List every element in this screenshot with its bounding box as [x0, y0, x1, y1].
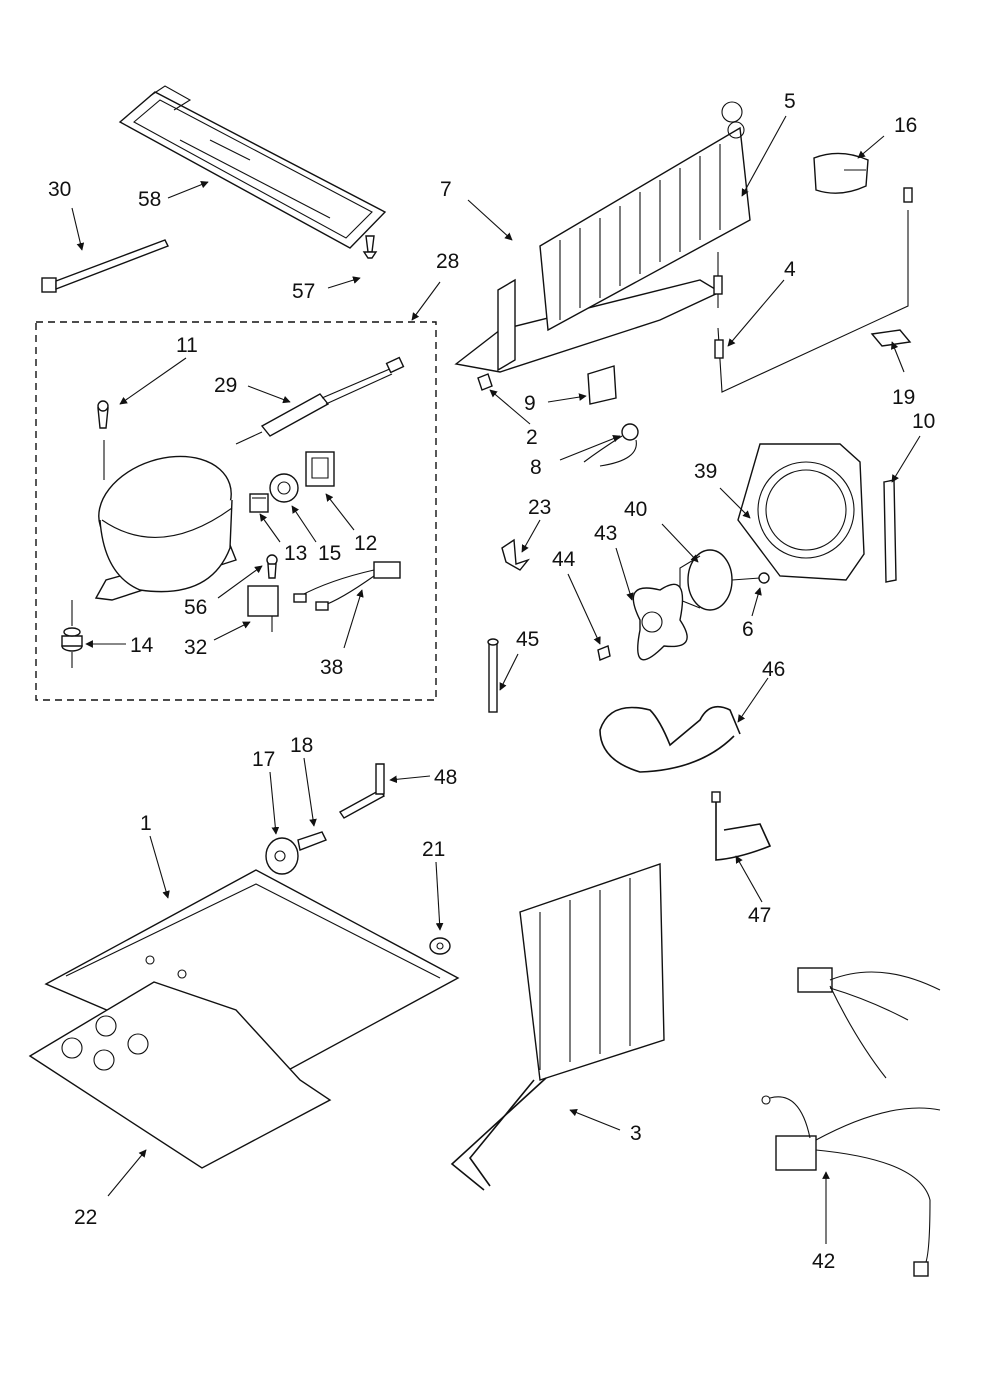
clip-44-part[interactable] [597, 645, 611, 661]
capacitor-part[interactable] [247, 585, 279, 632]
callout-5: 5 [784, 90, 796, 113]
callout-15: 15 [318, 542, 341, 565]
callout-43: 43 [594, 522, 617, 545]
callout-46: 46 [762, 658, 785, 681]
condenser-part[interactable] [450, 863, 665, 1191]
callout-29: 29 [214, 374, 237, 397]
callout-10: 10 [912, 410, 935, 433]
callout-56: 56 [184, 596, 207, 619]
cable-tie-part[interactable] [41, 239, 169, 293]
callout-22: 22 [74, 1206, 97, 1229]
wiring-harness-part[interactable] [761, 967, 941, 1277]
evaporator-bracket-part[interactable] [454, 278, 722, 373]
callout-14: 14 [130, 634, 154, 657]
callout-42: 42 [812, 1250, 835, 1273]
compressor-part[interactable] [86, 440, 244, 601]
callout-6: 6 [742, 618, 754, 641]
callout-2: 2 [526, 426, 538, 449]
axle-18-part[interactable] [297, 831, 327, 851]
callout-11: 11 [176, 334, 198, 357]
terminal-cover-part[interactable] [249, 493, 269, 513]
nut-21-part[interactable] [429, 937, 451, 955]
base-plate-part[interactable] [28, 981, 332, 1169]
callout-39: 39 [694, 460, 717, 483]
clip-9-part[interactable] [587, 365, 617, 405]
callout-48: 48 [434, 766, 457, 789]
callout-44: 44 [552, 548, 576, 571]
tube-47-part[interactable] [711, 791, 772, 861]
overload-part[interactable] [269, 473, 299, 503]
callout-4: 4 [784, 258, 796, 281]
screw-2-part[interactable] [477, 373, 493, 391]
drier-part[interactable] [235, 356, 405, 445]
callout-45: 45 [516, 628, 539, 651]
callout-58: 58 [138, 188, 161, 211]
callout-13: 13 [284, 542, 307, 565]
callout-9: 9 [524, 392, 536, 415]
tube-46-part[interactable] [599, 705, 741, 773]
callout-3: 3 [630, 1122, 642, 1145]
leader-lines [71, 115, 921, 1244]
callout-28: 28 [436, 250, 459, 273]
callout-30: 30 [48, 178, 71, 201]
tray-screw-part[interactable] [362, 235, 378, 259]
callout-18: 18 [290, 734, 313, 757]
callout-16: 16 [894, 114, 917, 137]
callout-17: 17 [252, 748, 275, 771]
pin-45-part[interactable] [487, 638, 499, 713]
callout-38: 38 [320, 656, 343, 679]
callout-57: 57 [292, 280, 315, 303]
drain-tray-part[interactable] [118, 85, 387, 249]
power-cord-harness-part[interactable] [293, 561, 401, 611]
fan-motor-part[interactable] [679, 549, 761, 611]
grommet-part[interactable] [61, 600, 83, 668]
callout-21: 21 [422, 838, 445, 861]
callout-12: 12 [354, 532, 377, 555]
fan-shroud-part[interactable] [737, 443, 865, 581]
callout-32: 32 [184, 636, 207, 659]
relay-part[interactable] [305, 451, 335, 487]
clip-23-part[interactable] [501, 538, 531, 571]
evaporator-coil-part[interactable] [539, 101, 751, 332]
fan-blade-part[interactable] [632, 583, 688, 661]
callout-8: 8 [530, 456, 542, 479]
callout-40: 40 [624, 498, 647, 521]
defrost-thermostat-part[interactable] [813, 152, 869, 194]
callout-19: 19 [892, 386, 915, 409]
clip-19-part[interactable] [870, 329, 912, 347]
callout-47: 47 [748, 904, 771, 927]
gasket-strip-part[interactable] [883, 479, 897, 583]
callout-23: 23 [528, 496, 551, 519]
callout-labels: 30 58 57 28 11 29 12 13 15 56 32 38 14 7… [48, 90, 935, 1273]
screw-56-part[interactable] [266, 554, 278, 579]
roller-17-part[interactable] [265, 837, 299, 875]
sensor-wire-part[interactable] [713, 187, 913, 393]
rod-48-part[interactable] [338, 763, 386, 819]
callout-1: 1 [140, 812, 152, 835]
heater-plug-part[interactable] [583, 423, 639, 467]
compressor-assembly-boundary [35, 321, 437, 701]
compressor-bolt-part[interactable] [97, 400, 109, 429]
screw-6-part[interactable] [758, 572, 770, 584]
callout-7: 7 [440, 178, 452, 201]
